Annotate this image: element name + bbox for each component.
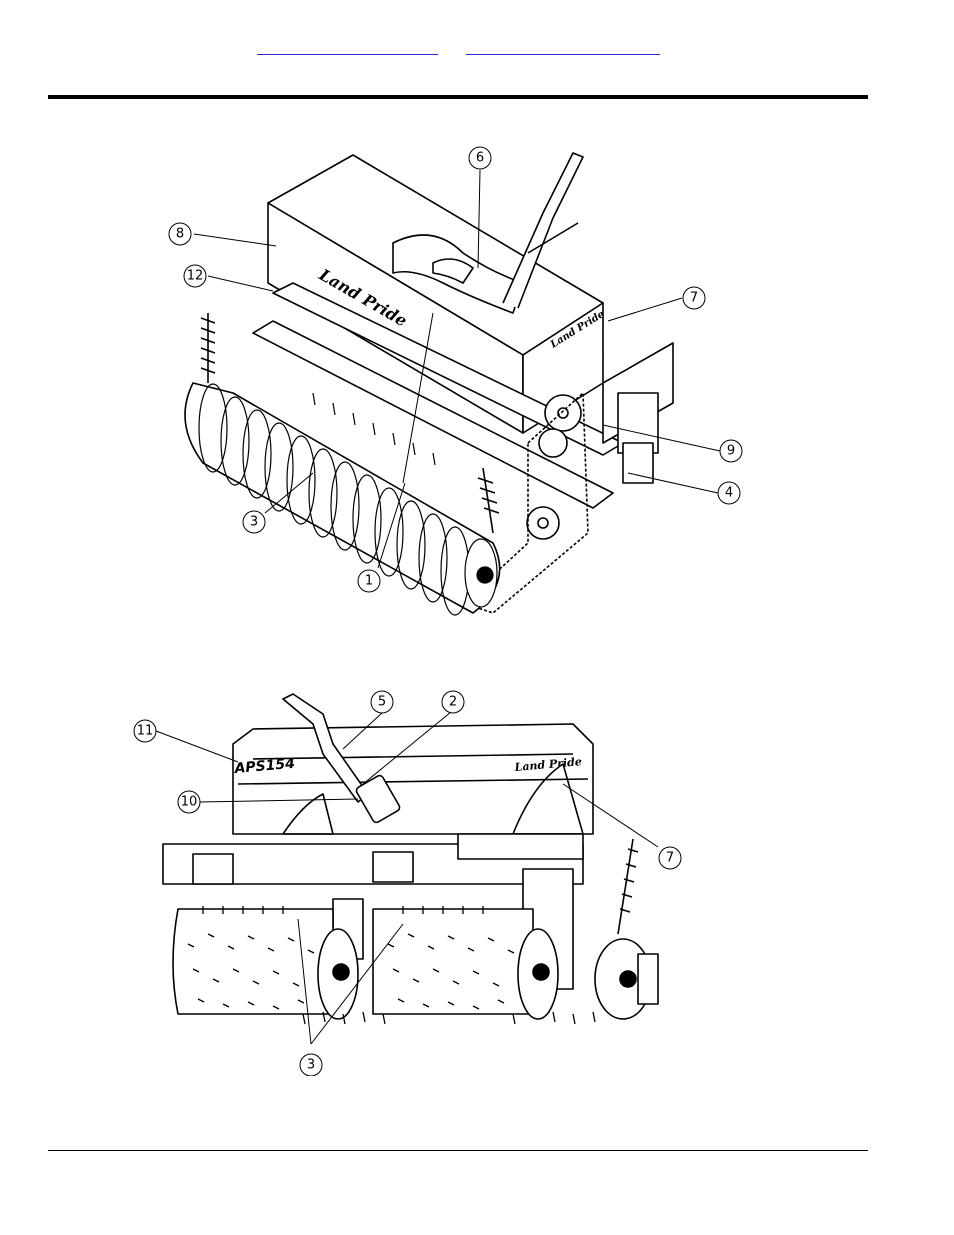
parts-diagram-top: Land Pride Land Pride 6 8 12 7 9 4 3 1 — [133, 143, 743, 623]
callout-1: 1 — [357, 569, 381, 593]
callout-10: 10 — [177, 790, 201, 814]
callouts-bottom: 5 2 11 10 7 3 — [133, 690, 682, 1076]
svg-text:7: 7 — [666, 851, 674, 866]
svg-text:8: 8 — [176, 227, 184, 242]
callout-7b: 7 — [658, 846, 682, 870]
footer-rule — [48, 1150, 868, 1151]
header-link-1[interactable] — [257, 40, 438, 55]
callout-8: 8 — [168, 222, 192, 246]
model-label: APS154 — [233, 756, 296, 777]
hopper-logo-bottom: Land Pride — [513, 755, 582, 774]
svg-text:4: 4 — [725, 486, 733, 501]
callout-7: 7 — [682, 286, 706, 310]
callout-5: 5 — [370, 690, 394, 714]
callout-4: 4 — [717, 481, 741, 505]
callout-2: 2 — [441, 690, 465, 714]
callout-12: 12 — [183, 264, 207, 288]
svg-text:3: 3 — [307, 1058, 315, 1073]
svg-text:7: 7 — [690, 291, 698, 306]
header-link-2[interactable] — [466, 40, 660, 55]
svg-text:3: 3 — [250, 515, 258, 530]
svg-text:10: 10 — [181, 795, 198, 810]
callout-11: 11 — [133, 719, 157, 743]
callout-6: 6 — [468, 146, 492, 170]
callout-9: 9 — [719, 439, 743, 463]
header-rule — [48, 95, 868, 99]
svg-text:2: 2 — [449, 695, 457, 710]
svg-text:1: 1 — [365, 574, 373, 589]
svg-text:12: 12 — [187, 269, 204, 284]
parts-diagram-bottom: APS154 Land Pride 5 2 11 10 7 3 — [133, 684, 743, 1076]
callouts-top: 6 8 12 7 9 4 3 1 — [168, 146, 743, 593]
svg-text:9: 9 — [727, 444, 735, 459]
callout-3b: 3 — [299, 1053, 323, 1076]
svg-text:5: 5 — [378, 695, 386, 710]
header-links — [0, 40, 954, 56]
callout-3: 3 — [242, 510, 266, 534]
svg-text:6: 6 — [476, 151, 484, 166]
svg-text:11: 11 — [137, 724, 154, 739]
